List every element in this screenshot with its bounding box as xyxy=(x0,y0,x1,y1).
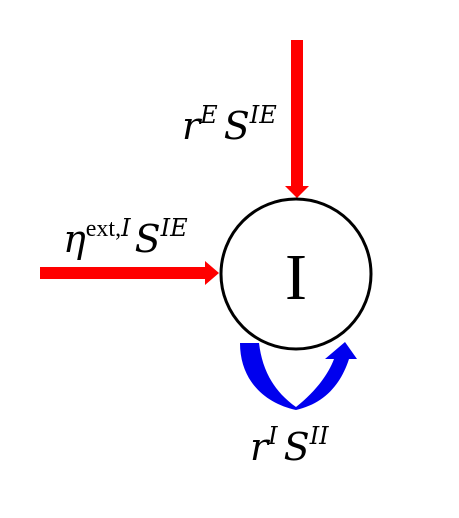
top-input-arrow xyxy=(285,40,309,198)
recurrent-loop-arrow xyxy=(240,342,357,410)
node-I: I xyxy=(219,197,373,351)
node-label: I xyxy=(285,241,307,314)
left-input-arrow xyxy=(40,261,219,285)
